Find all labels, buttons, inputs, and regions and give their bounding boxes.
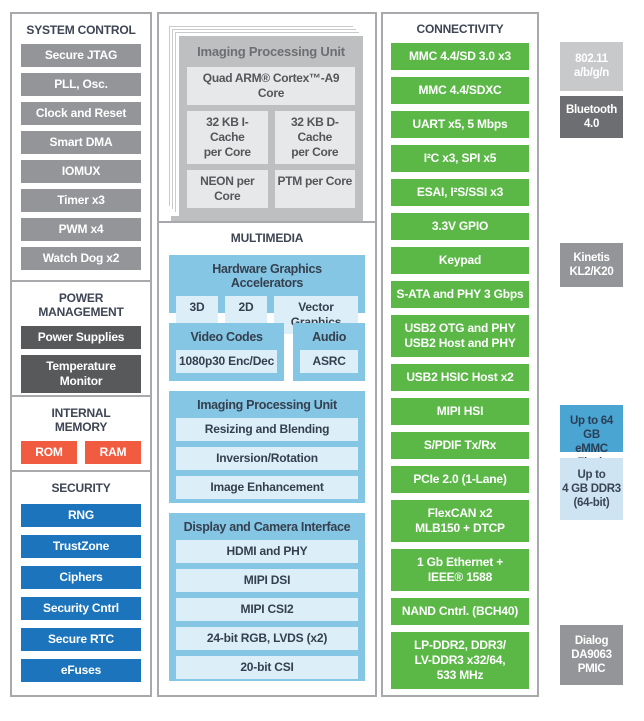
block-neon: NEON per Core: [187, 170, 268, 208]
block-bluetooth: Bluetooth 4.0: [560, 96, 623, 138]
section-title-security: SECURITY: [51, 481, 111, 495]
block-gpio: 3.3V GPIO: [391, 213, 529, 240]
section-title-internal-memory: INTERNAL MEMORY: [51, 406, 111, 434]
block-ciphers: Ciphers: [21, 566, 141, 589]
block-spdif: S/PDIF Tx/Rx: [391, 432, 529, 459]
section-security: SECURITY RNG TrustZone Ciphers Security …: [10, 470, 152, 697]
block-uart: UART x5, 5 Mbps: [391, 111, 529, 138]
block-rng: RNG: [21, 504, 141, 527]
block-timer: Timer x3: [21, 189, 141, 212]
block-emmc-flash: Up to 64 GB eMMC Flash: [560, 405, 623, 469]
section-multimedia: MULTIMEDIA Hardware Graphics Accelerator…: [157, 221, 377, 697]
block-usb2-otg-host: USB2 OTG and PHY USB2 Host and PHY: [391, 315, 529, 357]
block-efuses: eFuses: [21, 659, 141, 682]
block-inversion-rotation: Inversion/Rotation: [176, 447, 358, 470]
block-temperature-monitor: Temperature Monitor: [21, 355, 141, 393]
block-ddr3: Up to 4 GB DDR3 (64-bit): [560, 458, 623, 520]
section-power-management: POWER MANAGEMENT Power Supplies Temperat…: [10, 280, 152, 397]
group-hardware-graphics-accelerators: Hardware Graphics Accelerators 3D 2D Vec…: [169, 255, 365, 334]
block-secure-jtag: Secure JTAG: [21, 44, 141, 67]
block-esai-i2s-ssi: ESAI, I²S/SSI x3: [391, 179, 529, 206]
block-clock-and-reset: Clock and Reset: [21, 102, 141, 125]
block-gb-ethernet: 1 Gb Ethernet + IEEE® 1588: [391, 549, 529, 591]
block-keypad: Keypad: [391, 247, 529, 274]
group-audio: Audio ASRC: [293, 323, 365, 381]
group-title-ipu: Imaging Processing Unit: [197, 398, 337, 412]
block-image-enhancement: Image Enhancement: [176, 476, 358, 499]
group-display-camera-interface: Display and Camera Interface HDMI and PH…: [169, 513, 365, 681]
block-nand-cntrl: NAND Cntrl. (BCH40): [391, 598, 529, 625]
block-ptm: PTM per Core: [274, 170, 355, 208]
block-icache: 32 KB I-Cache per Core: [187, 111, 268, 164]
block-mmc-sdxc: MMC 4.4/SDXC: [391, 77, 529, 104]
block-security-cntrl: Security Cntrl: [21, 597, 141, 620]
block-asrc: ASRC: [300, 350, 358, 373]
video-audio-row: Video Codes 1080p30 Enc/Dec Audio ASRC: [169, 323, 365, 381]
block-secure-rtc: Secure RTC: [21, 628, 141, 651]
block-sata-phy: S-ATA and PHY 3 Gbps: [391, 281, 529, 308]
block-pcie: PCIe 2.0 (1-Lane): [391, 466, 529, 493]
neon-ptm-row: NEON per Core PTM per Core: [187, 170, 355, 208]
block-power-supplies: Power Supplies: [21, 326, 141, 349]
block-mmc-sd: MMC 4.4/SD 3.0 x3: [391, 43, 529, 70]
block-smart-dma: Smart DMA: [21, 131, 141, 154]
block-usb2-hsic: USB2 HSIC Host x2: [391, 364, 529, 391]
group-title-video-codes: Video Codes: [190, 330, 263, 344]
group-title-dci: Display and Camera Interface: [183, 520, 351, 534]
block-wifi-802-11: 802.11 a/b/g/n: [560, 42, 623, 91]
block-pwm: PWM x4: [21, 218, 141, 241]
block-resizing-blending: Resizing and Blending: [176, 418, 358, 441]
block-20bit-csi: 20-bit CSI: [176, 656, 358, 679]
block-trustzone: TrustZone: [21, 535, 141, 558]
section-internal-memory: INTERNAL MEMORY ROM RAM: [10, 395, 152, 472]
section-title-connectivity: CONNECTIVITY: [416, 22, 504, 36]
block-1080p30-enc-dec: 1080p30 Enc/Dec: [176, 350, 278, 373]
block-hdmi-phy: HDMI and PHY: [176, 540, 358, 563]
block-mipi-csi2: MIPI CSI2: [176, 598, 358, 621]
block-kinetis: Kinetis KL2/K20: [560, 243, 623, 287]
section-cpu-complex: Imaging Processing Unit Quad ARM® Cortex…: [157, 12, 377, 240]
cpu-card-title: Imaging Processing Unit: [197, 44, 345, 59]
block-pll-osc: PLL, Osc.: [21, 73, 141, 96]
block-flexcan-mlb: FlexCAN x2 MLB150 + DTCP: [391, 500, 529, 542]
block-rom: ROM: [21, 441, 77, 464]
block-24bit-rgb-lvds: 24-bit RGB, LVDS (x2): [176, 627, 358, 650]
block-lpddr2-ddr3: LP-DDR2, DDR3/ LV-DDR3 x32/64, 533 MHz: [391, 632, 529, 689]
cpu-card-stack: Imaging Processing Unit Quad ARM® Cortex…: [179, 36, 363, 216]
memory-row: ROM RAM: [21, 441, 141, 464]
section-title-system-control: SYSTEM CONTROL: [26, 23, 136, 37]
cache-row: 32 KB I-Cache per Core 32 KB D-Cache per…: [187, 111, 355, 164]
group-imaging-processing-unit: Imaging Processing Unit Resizing and Ble…: [169, 391, 365, 503]
section-connectivity: CONNECTIVITY MMC 4.4/SD 3.0 x3 MMC 4.4/S…: [381, 12, 539, 697]
block-mipi-dsi: MIPI DSI: [176, 569, 358, 592]
section-system-control: SYSTEM CONTROL Secure JTAG PLL, Osc. Clo…: [10, 12, 152, 282]
section-title-power-management: POWER MANAGEMENT: [38, 291, 124, 319]
group-video-codes: Video Codes 1080p30 Enc/Dec: [169, 323, 285, 381]
block-mipi-hsi: MIPI HSI: [391, 398, 529, 425]
block-i2c-spi: I²C x3, SPI x5: [391, 145, 529, 172]
block-watchdog: Watch Dog x2: [21, 247, 141, 270]
section-title-multimedia: MULTIMEDIA: [230, 231, 304, 245]
block-dcache: 32 KB D-Cache per Core: [274, 111, 355, 164]
block-dialog-pmic: Dialog DA9063 PMIC: [560, 625, 623, 685]
block-ram: RAM: [85, 441, 141, 464]
group-title-hga: Hardware Graphics Accelerators: [212, 262, 322, 290]
block-quad-cortex-a9: Quad ARM® Cortex™-A9 Core: [187, 67, 355, 105]
group-title-audio: Audio: [312, 330, 347, 344]
block-iomux: IOMUX: [21, 160, 141, 183]
